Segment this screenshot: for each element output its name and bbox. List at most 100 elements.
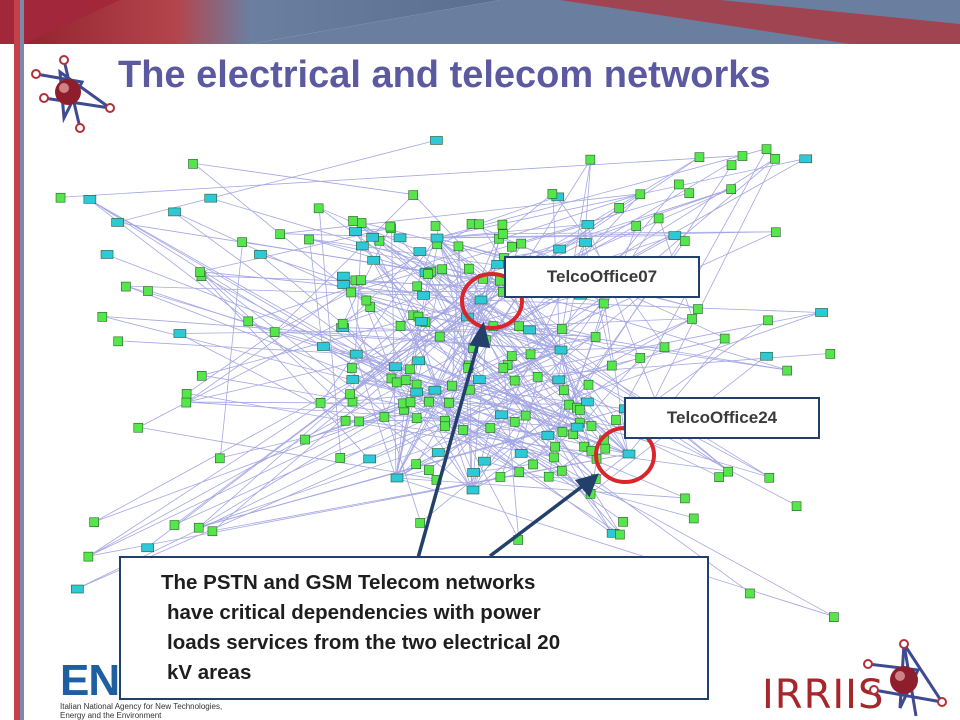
network-edge (219, 241, 244, 458)
electrical-node (726, 184, 737, 194)
network-edge (88, 299, 481, 557)
network-edge (322, 346, 686, 499)
telecom-node (410, 387, 423, 397)
electrical-node (447, 380, 457, 391)
electrical-node (440, 421, 450, 432)
electrical-node (770, 227, 781, 238)
electrical-node (684, 188, 695, 198)
network-edge (472, 463, 534, 473)
electrical-node (723, 466, 733, 477)
network-edge (343, 188, 732, 324)
telecom-node (367, 255, 380, 265)
telecom-node (366, 232, 379, 242)
electrical-node (635, 189, 646, 200)
network-edge (496, 188, 732, 265)
electrical-node (313, 203, 324, 214)
electrical-node (214, 453, 225, 464)
network-edge (500, 414, 527, 477)
electrical-node (415, 518, 425, 528)
telecom-node (348, 227, 362, 236)
electrical-node (315, 398, 326, 408)
telecom-node (815, 308, 828, 317)
electrical-node (791, 501, 802, 512)
irriis-logo: IRRIIS (762, 634, 958, 720)
electrical-node (528, 459, 538, 470)
network-edge (342, 275, 597, 337)
network-edge (138, 306, 371, 428)
network-edge (351, 291, 574, 435)
telecom-node (428, 385, 442, 395)
electrical-node (169, 520, 180, 530)
electrical-node (356, 218, 367, 228)
electrical-node (719, 333, 730, 344)
telecom-node (466, 485, 480, 495)
electrical-node (405, 397, 416, 407)
enea-logo: EN Italian National Agency for New Techn… (60, 656, 240, 720)
telecom-node (393, 233, 407, 243)
info-line-2: have critical dependencies with power (167, 601, 541, 624)
electrical-node (525, 349, 536, 360)
network-edge (479, 196, 557, 225)
electrical-node (516, 238, 527, 249)
electrical-node (379, 412, 390, 422)
electrical-node (693, 304, 703, 314)
network-edge (428, 273, 501, 416)
electrical-node (745, 588, 755, 599)
arrow-to-telco24 (488, 480, 590, 558)
network-edge (526, 158, 592, 261)
telecom-node (317, 342, 330, 351)
network-edge (341, 275, 422, 523)
network-edge (355, 294, 580, 355)
electrical-node (408, 190, 419, 200)
network-edge (463, 428, 555, 458)
electrical-node (615, 529, 625, 540)
network-edge (126, 285, 423, 296)
network-edge (435, 231, 777, 239)
electrical-node (585, 154, 596, 165)
network-edge (201, 275, 369, 460)
electrical-node (687, 314, 697, 324)
telecom-node (389, 362, 402, 372)
electrical-node (196, 371, 207, 381)
electrical-node (423, 269, 433, 279)
network-edge (274, 223, 480, 333)
electrical-node (89, 517, 99, 528)
network-edge (361, 245, 597, 479)
electrical-node (113, 336, 123, 347)
electrical-node (514, 467, 525, 477)
electrical-node (411, 459, 421, 469)
electrical-node (395, 320, 406, 331)
network-edge (559, 346, 665, 351)
network-edge (435, 223, 587, 239)
network-edge (88, 198, 592, 494)
electrical-node (83, 551, 94, 562)
electrical-node (411, 413, 422, 423)
network-edge (318, 207, 484, 279)
slide-title: The electrical and telecom networks (118, 54, 771, 96)
telecom-node (491, 260, 504, 269)
network-edge (559, 349, 593, 451)
electrical-node (618, 516, 628, 527)
telecom-node (100, 250, 114, 259)
electrical-node (269, 327, 280, 337)
telecom-node (337, 271, 350, 281)
telecom-node (581, 220, 595, 229)
network-edge (435, 237, 561, 351)
telecom-node (668, 231, 682, 240)
electrical-node (550, 441, 560, 452)
electrical-node (574, 405, 585, 415)
telecom-node (467, 468, 480, 477)
network-edge (371, 237, 473, 473)
telecom-node (430, 136, 443, 145)
telecom-node (363, 454, 376, 464)
telecom-node (412, 356, 425, 366)
network-edge (616, 419, 629, 455)
electrical-node (761, 144, 772, 154)
network-edge (138, 426, 437, 480)
electrical-node (829, 612, 839, 622)
electrical-node (345, 389, 355, 399)
electrical-node (412, 281, 423, 292)
network-edge (105, 254, 629, 455)
network-edge (562, 159, 592, 329)
electrical-node (557, 324, 567, 334)
